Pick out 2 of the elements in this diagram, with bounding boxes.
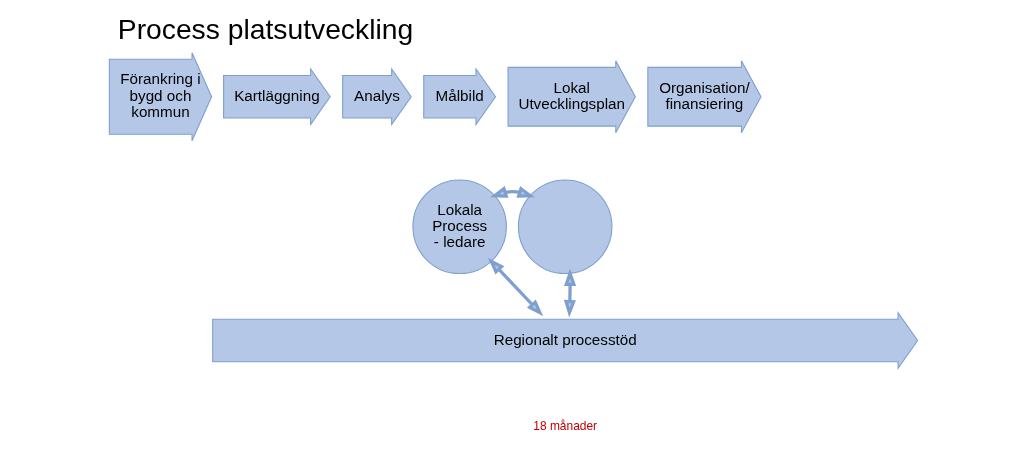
label: 18 månader [533,419,598,433]
diagram-title: Process platsutveckling [117,13,414,46]
